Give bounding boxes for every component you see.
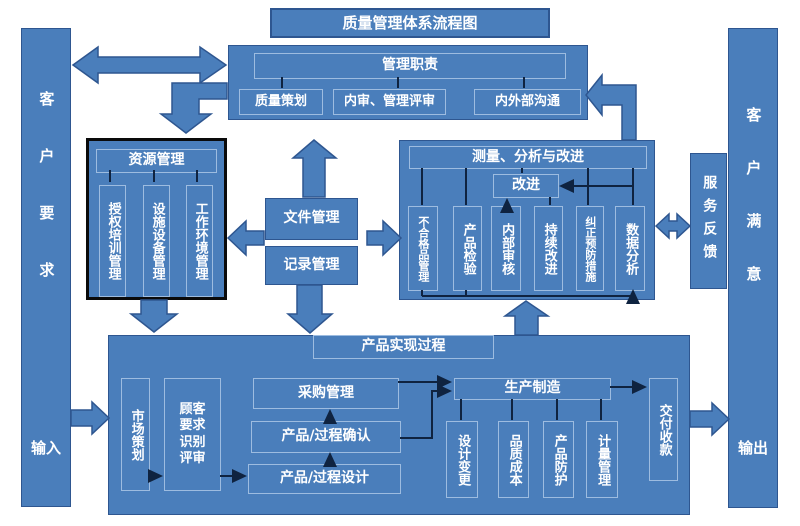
input-label: 输入 [30, 439, 61, 457]
production-box: 生产制造 [454, 378, 611, 400]
document-management-box: 文件管理 [265, 198, 358, 240]
quality-planning-box: 质量策划 [239, 89, 323, 115]
arrow-record-to-realization [285, 284, 335, 334]
service-feedback-bar: 服务反馈 [690, 153, 727, 289]
customer-req-review-label: 顾客要求识别评审 [179, 402, 206, 466]
customer-requirements-bar: 客户要求 输入 [21, 28, 71, 507]
metrology-mgmt-box: 计量管理 [586, 421, 618, 498]
internal-audit-box: 内部审核 [491, 206, 521, 291]
quality-cost-box: 品质成本 [498, 421, 529, 498]
measurement-analysis-header: 测量、分析与改进 [409, 146, 647, 169]
product-inspection-box: 产品检验 [453, 206, 482, 291]
design-change-box: 设计变更 [446, 421, 478, 498]
process-design-box: 产品/过程设计 [248, 464, 401, 494]
resource-management-header: 资源管理 [96, 149, 217, 173]
arrow-customer-management-double [71, 45, 228, 85]
communication-box: 内外部沟通 [474, 89, 581, 115]
page-title: 质量管理体系流程图 [270, 8, 550, 38]
arrow-document-to-measurement [366, 219, 403, 257]
customer-satisfaction-bar: 客户满意 输出 [728, 28, 778, 508]
work-environment-box: 工作环境管理 [186, 185, 213, 297]
product-realization-header: 产品实现过程 [313, 335, 494, 359]
arrow-document-to-management [290, 139, 339, 198]
continuous-improvement-box: 持续改进 [534, 206, 563, 291]
nonconforming-product-box: 不合格品管理 [408, 206, 438, 291]
management-responsibility-section: 管理职责 质量策划 内审、管理评审 内外部沟通 [228, 45, 588, 120]
customer-satisfaction-label: 客户满意 [744, 107, 763, 319]
arrow-input-to-realization [70, 400, 111, 436]
market-planning-box: 市场策划 [121, 378, 150, 491]
record-management-box: 记录管理 [265, 246, 358, 285]
facility-equipment-box: 设施设备管理 [143, 185, 170, 297]
output-label: 输出 [737, 439, 768, 457]
management-responsibility-header: 管理职责 [254, 53, 566, 79]
improvement-box: 改进 [493, 174, 559, 198]
resource-management-section: 资源管理 授权培训管理 设施设备管理 工作环境管理 [86, 138, 227, 300]
arrow-realization-to-output [689, 401, 731, 437]
arrow-measurement-to-management [585, 72, 637, 141]
arrow-document-to-resources [226, 219, 265, 257]
product-realization-section: 产品实现过程 市场策划 顾客要求识别评审 采购管理 产品/过程确认 产品/过程设… [108, 335, 690, 515]
delivery-payment-box: 交付收款 [649, 378, 678, 481]
arrow-management-to-resources [158, 82, 228, 134]
customer-requirements-label: 客户要求 [37, 91, 56, 319]
product-protection-box: 产品防护 [543, 421, 574, 498]
customer-req-review-box: 顾客要求识别评审 [164, 378, 221, 491]
internal-audit-review-box: 内审、管理评审 [333, 89, 446, 115]
data-analysis-box: 数据分析 [615, 206, 645, 291]
arrow-realization-to-measurement [502, 300, 551, 336]
purchasing-box: 采购管理 [253, 378, 399, 409]
measurement-analysis-section: 测量、分析与改进 改进 不合格品管理 产品检验 内部审核 持续改进 纠正预防措施… [399, 140, 655, 300]
arrow-resources-to-realization [128, 299, 180, 333]
corrective-preventive-box: 纠正预防措施 [576, 206, 604, 291]
training-mgmt-box: 授权培训管理 [99, 185, 126, 297]
process-confirm-box: 产品/过程确认 [251, 421, 401, 453]
arrow-measurement-feedback-double [654, 212, 692, 240]
